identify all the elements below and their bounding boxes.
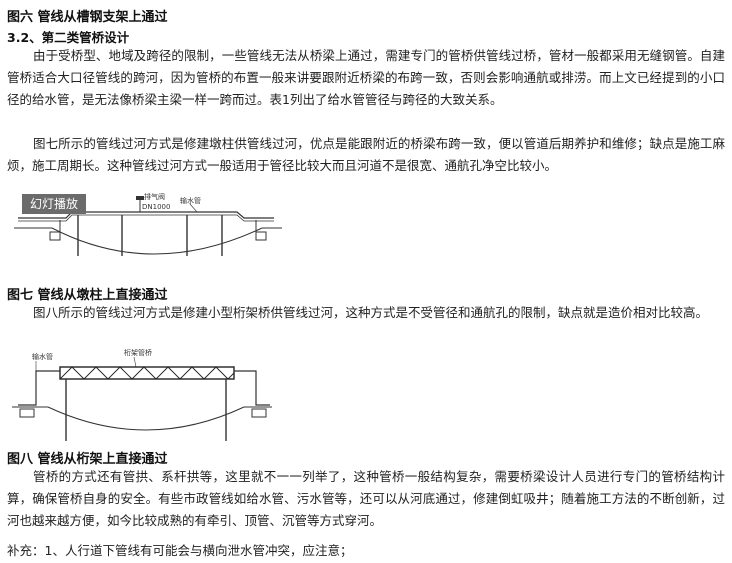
- figure-8-truss-bridge-diagram: 输水管 桁架管桥: [12, 348, 272, 441]
- figure-7-caption: 图七 管线从墩柱上直接通过: [7, 288, 168, 303]
- supplement-note: 补充：1、人行道下管线有可能会与横向泄水管冲突，应注意；: [7, 543, 353, 558]
- slideshow-button[interactable]: 幻灯播放: [22, 194, 86, 214]
- paragraph-1: 由于受桥型、地域及跨径的限制，一些管线无法从桥梁上通过，需建专门的管桥供管线过桥…: [7, 48, 725, 107]
- section-title: 3.2、第二类管桥设计: [7, 30, 130, 45]
- water-pipe-label-7: 输水管: [180, 196, 201, 205]
- figure-7-pipe-on-piers-diagram: 排气阀 DN1000 输水管: [14, 192, 282, 256]
- truss-bridge-label: 桁架管桥: [124, 348, 152, 357]
- exhaust-valve-label: 排气阀: [144, 192, 165, 201]
- figure-8-caption: 图八 管线从桁架上直接通过: [7, 452, 168, 467]
- paragraph-2: 图七所示的管线过河方式是修建墩柱供管线过河，优点是能跟附近的桥梁布跨一致，便以管…: [7, 136, 725, 173]
- pipe-diameter-label: DN1000: [142, 203, 170, 211]
- water-pipe-label-8: 输水管: [32, 352, 53, 361]
- paragraph-3: 图八所示的管线过河方式是修建小型桁架桥供管线过河，这种方式是不受管径和通航孔的限…: [33, 305, 709, 320]
- paragraph-4: 管桥的方式还有管拱、系杆拱等，这里就不一一列举了，这种管桥一般结构复杂，需要桥梁…: [7, 469, 725, 528]
- figure-6-caption: 图六 管线从槽钢支架上通过: [7, 10, 168, 25]
